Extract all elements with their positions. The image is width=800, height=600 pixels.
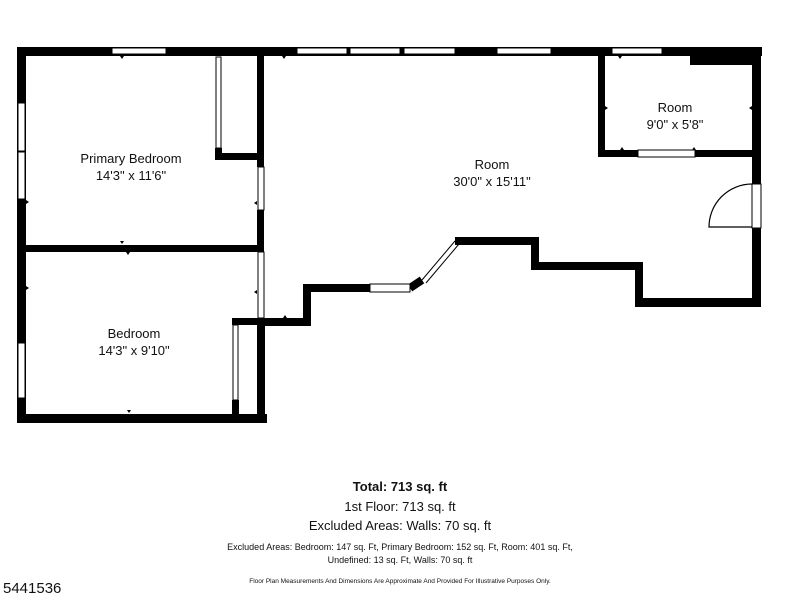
- wall-closet-side: [215, 148, 222, 160]
- wall-bottom-right: [635, 298, 761, 307]
- excluded-detail-line-2: Undefined: 13 sq. Ft, Walls: 70 sq. ft: [327, 555, 473, 565]
- small-room-name: Room: [657, 100, 693, 115]
- wall-small-room-left: [598, 47, 605, 157]
- doorways: [215, 56, 762, 401]
- wall-top-right-corner: [690, 47, 761, 65]
- windows: [17, 47, 663, 399]
- excluded-detail-line-1: Excluded Areas: Bedroom: 147 sq. Ft, Pri…: [227, 542, 573, 552]
- primary-bedroom-label: Primary Bedroom 14'3" x 11'6": [80, 150, 181, 184]
- stepped-wall: [261, 237, 643, 326]
- wall-bedroom-divider: [17, 245, 262, 252]
- main-room-name: Room: [474, 157, 510, 172]
- total-area: Total: 713 sq. ft: [352, 479, 448, 494]
- wall-right: [752, 47, 761, 307]
- floor-area: 1st Floor: 713 sq. ft: [344, 499, 456, 514]
- primary-bedroom-name: Primary Bedroom: [80, 151, 182, 166]
- excluded-walls: Excluded Areas: Walls: 70 sq. ft: [308, 518, 492, 533]
- wall-bedroom-closet-stub: [232, 400, 239, 420]
- wall-bedroom-right: [257, 318, 265, 423]
- bedroom-label: Bedroom 14'3" x 9'10": [98, 325, 169, 359]
- wall-bedroom-closet-top: [232, 318, 265, 325]
- small-room-dims: 9'0" x 5'8": [646, 117, 704, 132]
- wall-vertical-mid: [257, 210, 264, 252]
- wall-small-room-bottom-a: [598, 150, 638, 157]
- wall-left: [17, 47, 26, 423]
- primary-bedroom-dims: 14'3" x 11'6": [95, 168, 167, 183]
- wall-bottom-left: [17, 414, 267, 423]
- bedroom-dims: 14'3" x 9'10": [98, 343, 170, 358]
- interior-walls: [17, 47, 761, 423]
- markers: [26, 56, 752, 413]
- disclaimer: Floor Plan Measurements And Dimensions A…: [249, 578, 551, 585]
- wall-vertical-upper: [257, 47, 264, 167]
- wall-closet-bottom: [215, 153, 264, 160]
- door-swing: [708, 183, 753, 228]
- small-room-label: Room 9'0" x 5'8": [647, 99, 704, 133]
- main-room-label: Room 30'0" x 15'11": [453, 156, 531, 190]
- wall-small-room-bottom-b: [695, 150, 761, 157]
- main-room-dims: 30'0" x 15'11": [453, 174, 531, 189]
- bedroom-name: Bedroom: [107, 326, 161, 341]
- listing-id: 5441536: [3, 580, 62, 597]
